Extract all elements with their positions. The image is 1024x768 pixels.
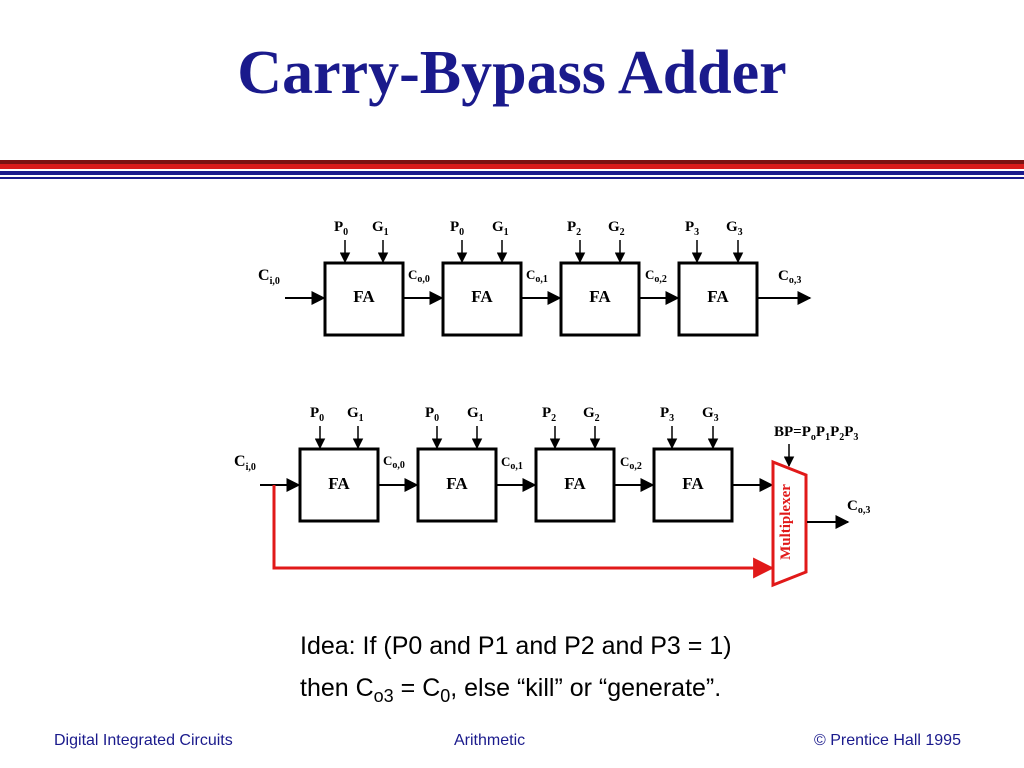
bypass-path-wire: [272, 485, 775, 579]
multiplexer-label: Multiplexer: [778, 484, 794, 560]
bypass-fa-label: FA: [564, 474, 586, 493]
ripple-g-input-label: G1: [372, 219, 389, 238]
bypass-carry-out-label: Co,3: [847, 498, 870, 516]
ripple-g-input-label: G1: [492, 219, 509, 238]
bypass-fa-label: FA: [328, 474, 350, 493]
idea-line-2: then Co3 = C0, else “kill” or “generate”…: [300, 674, 722, 706]
ripple-fa-label: FA: [471, 287, 493, 306]
ripple-p-input-label: P0: [450, 219, 464, 238]
bypass-g-input-label: G3: [702, 405, 719, 424]
footer-copyright: © Prentice Hall 1995: [814, 732, 961, 749]
ripple-p-input-label: P3: [685, 219, 699, 238]
idea-line-1: Idea: If (P0 and P1 and P2 and P3 = 1): [300, 632, 732, 660]
bypass-full-adder-0: FA P0 G1: [298, 405, 380, 523]
bypass-carry-label-2: Co,2: [620, 454, 642, 472]
ripple-carry-diagram: Ci,0 FA P0 G1 Co,0 FA P0 G1 Co,1 FA P: [258, 219, 812, 337]
idea-text: Idea: If (P0 and P1 and P2 and P3 = 1) t…: [300, 625, 732, 717]
title-rule-dark-red: [0, 160, 1024, 164]
multiplexer: Multiplexer: [771, 459, 808, 588]
ripple-full-adder-2: FA P2 G2: [559, 219, 641, 337]
footer-topic: Arithmetic: [454, 732, 526, 749]
bypass-fa-label: FA: [446, 474, 468, 493]
bypass-p-input-label: P2: [542, 405, 556, 424]
bypass-g-input-label: G1: [467, 405, 484, 424]
ripple-fa-label: FA: [589, 287, 611, 306]
bypass-carry-label-1: Co,1: [501, 454, 523, 472]
ripple-full-adder-1: FA P0 G1: [441, 219, 523, 337]
bypass-select-label: BP=PoP1P2P3: [774, 424, 858, 443]
bypass-p-input-label: P0: [425, 405, 439, 424]
title-rule-navy-thick: [0, 171, 1024, 175]
carry-bypass-diagram: Ci,0 FA P0 G1 Co,0 FA P0 G1 Co,1: [234, 405, 870, 588]
bypass-fa-label: FA: [682, 474, 704, 493]
ripple-g-input-label: G3: [726, 219, 743, 238]
bypass-full-adder-3: FA P3 G3: [652, 405, 734, 523]
bypass-p-input-label: P0: [310, 405, 324, 424]
ripple-fa-label: FA: [707, 287, 729, 306]
ripple-p-input-label: P0: [334, 219, 348, 238]
bypass-full-adder-2: FA P2 G2: [534, 405, 616, 523]
bypass-p-input-label: P3: [660, 405, 674, 424]
ripple-g-input-label: G2: [608, 219, 625, 238]
bypass-g-input-label: G1: [347, 405, 364, 424]
footer-course: Digital Integrated Circuits: [54, 732, 233, 749]
bypass-carry-in-label: Ci,0: [234, 453, 256, 473]
bypass-carry-label-0: Co,0: [383, 453, 405, 471]
ripple-carry-out-label: Co,3: [778, 268, 801, 286]
title-rule-red: [0, 164, 1024, 169]
ripple-p-input-label: P2: [567, 219, 581, 238]
bypass-g-input-label: G2: [583, 405, 600, 424]
ripple-full-adder-0: FA P0 G1: [323, 219, 405, 337]
ripple-carry-label-2: Co,2: [645, 267, 667, 285]
ripple-carry-label-1: Co,1: [526, 267, 548, 285]
ripple-carry-label-0: Co,0: [408, 267, 430, 285]
slide-title: Carry-Bypass Adder: [237, 39, 787, 107]
title-rule-navy-thin: [0, 177, 1024, 179]
bypass-full-adder-1: FA P0 G1: [416, 405, 498, 523]
ripple-fa-label: FA: [353, 287, 375, 306]
ripple-full-adder-3: FA P3 G3: [677, 219, 759, 337]
ripple-carry-in-label: Ci,0: [258, 267, 280, 287]
